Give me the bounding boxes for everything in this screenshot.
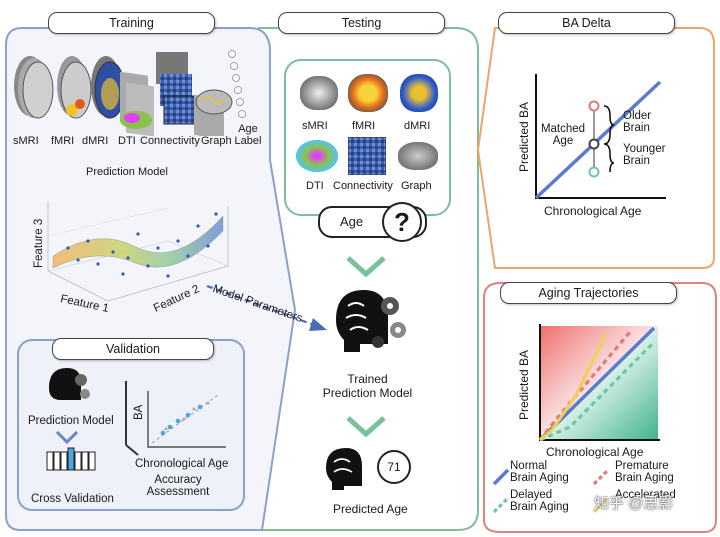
training-modality-dmri: dMRI [82,135,109,147]
validation-chrono-axis: Chronological Age [135,458,229,470]
fmri-stack-icon [57,56,92,119]
legend-delayed-label: Delayed Brain Aging [510,489,569,513]
testing-modality-smri: sMRI [302,120,328,132]
younger-brain-label: Younger Brain [623,143,666,167]
ba-delta-header: BA Delta [498,12,675,34]
legend-delayed-swatch [492,496,510,514]
validation-chevron-icon [55,430,79,445]
validation-scatter [125,381,226,456]
trained-model-label: Trained Prediction Model [322,372,413,400]
validation-diagram-icons [46,368,96,471]
watermark-text: 知乎 @思影 [594,495,674,512]
older-brain-marker [588,100,600,112]
predicted-age-value: 71 [377,450,411,484]
testing-chevron-1-icon [346,256,386,278]
age-label-circles [228,50,246,118]
testing-smri-icon [300,76,338,110]
cross-validation-label: Cross Validation [31,493,114,505]
model-parameters-arrow [206,284,327,331]
testing-connectivity-icon [348,137,386,175]
accuracy-assessment-label: Accuracy Assessment [146,474,210,498]
legend-premature-swatch [592,468,610,486]
trained-model-head-icon [336,290,406,352]
testing-modality-dti: DTI [306,180,324,192]
validation-header: Validation [52,338,214,360]
dti-stack-icon [120,71,154,136]
training-image-stacks [14,50,246,136]
legend-premature-label: Premature Brain Aging [615,460,674,484]
legend-accelerated-label: Accelerated [615,489,676,501]
training-prediction-model-label: Prediction Model [86,166,168,178]
predicted-head-icon [326,448,362,490]
question-mark-icon: ? [382,202,422,242]
validation-ba-axis: BA [133,404,145,420]
training-modality-connectivity: Connectivity [140,135,200,147]
ba-delta-y-axis: Predicted BA [517,101,531,172]
dmri-stack-icon [91,56,126,119]
age-query-pill: Age ? [318,202,427,242]
younger-brain-marker [588,166,600,178]
matched-age-marker [588,138,600,150]
testing-graph-icon [398,142,438,170]
aging-y-axis: Predicted BA [517,349,531,420]
testing-chevron-2-icon [346,416,386,438]
aging-trajectories-plot [538,324,660,442]
aging-trajectories-header: Aging Trajectories [500,282,677,304]
connectivity-stack-icon [156,52,197,125]
older-brain-label: Older Brain [623,110,652,134]
training-modality-fmri: fMRI [51,135,75,147]
cross-validation-folds-icon [46,447,96,471]
aging-x-axis: Chronological Age [546,445,644,459]
testing-dti-icon [296,140,338,172]
testing-header: Testing [278,12,445,34]
predicted-age-label: Predicted Age [333,502,408,516]
delayed-aging-line [539,340,656,442]
testing-modality-connectivity: Connectivity [333,180,393,192]
testing-modality-dmri: dMRI [404,120,431,132]
legend-accelerated-swatch [592,496,610,514]
legend-normal-swatch [492,468,510,486]
matched-age-label: Matched Age [540,123,586,147]
testing-modality-fmri: fMRI [352,120,376,132]
accelerated-aging-line [539,333,608,442]
graph-stack-icon [194,89,233,136]
feature-space-plot [47,201,229,302]
testing-fmri-icon [348,74,388,112]
feature3-axis-label: Feature 3 [33,218,45,268]
aging-legend-swatches [492,468,610,514]
training-modality-dti: DTI [118,135,136,147]
premature-aging-line [538,330,632,441]
ba-delta-plot [534,74,666,200]
prediction-model-head-icon [49,368,90,400]
validation-prediction-model-label: Prediction Model [28,415,114,427]
testing-modality-graph: Graph [401,180,432,192]
training-modality-smri: sMRI [13,135,39,147]
testing-dmri-icon [400,74,438,112]
age-label-text: Age Label [234,123,262,147]
age-query-label: Age [340,214,364,229]
smri-stack-icon [14,56,54,119]
training-modality-graph: Graph [201,135,232,147]
legend-normal-label: Normal Brain Aging [510,460,569,484]
ba-delta-x-axis: Chronological Age [544,204,642,218]
training-header: Training [48,12,215,34]
